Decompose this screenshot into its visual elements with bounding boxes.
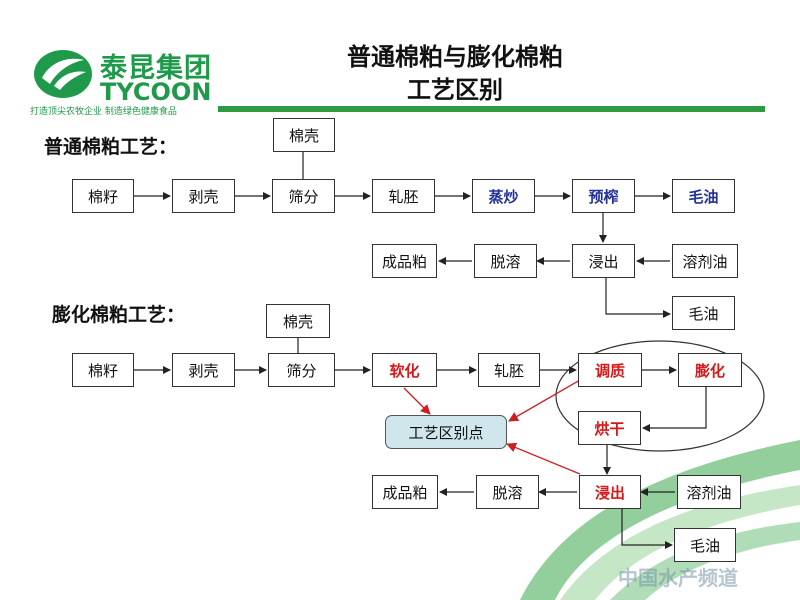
normal-extraction-box: 浸出 xyxy=(572,244,635,278)
watermark: 中国水产频道 xyxy=(618,566,738,590)
slide-title: 普通棉粕与膨化棉粕 工艺区别 xyxy=(300,40,610,106)
normal-dehull-box: 剥壳 xyxy=(172,179,235,213)
normal-hull-box: 棉壳 xyxy=(273,118,335,152)
leaf-logo-icon xyxy=(34,50,92,98)
logo-chinese-name: 泰昆集团 xyxy=(100,53,212,84)
normal-solvent-oil-box: 溶剂油 xyxy=(672,244,738,278)
expanded-sieve-box: 筛分 xyxy=(268,353,335,387)
expanded-solvent-oil-box: 溶剂油 xyxy=(677,475,741,509)
expanded-dehull-box: 剥壳 xyxy=(172,353,235,387)
expanded-product-box: 成品粕 xyxy=(372,475,438,509)
arrow-e-expand-dry xyxy=(642,387,707,432)
normal-crude-oil-top-box: 毛油 xyxy=(672,179,735,213)
expanded-desolvent-box: 脱溶 xyxy=(476,475,539,509)
red-arrow-soften xyxy=(403,387,431,415)
company-logo: 泰昆集团 TYCOON 打造顶尖农牧企业 制造绿色健康食品 xyxy=(30,44,222,117)
expanded-crude-oil-box: 毛油 xyxy=(674,528,736,562)
title-line-1: 普通棉粕与膨化棉粕 xyxy=(347,42,563,71)
normal-crude-oil-bottom-box: 毛油 xyxy=(672,296,735,330)
expanded-extraction-box: 浸出 xyxy=(579,475,641,509)
expanded-process-label: 膨化棉粕工艺： xyxy=(52,304,186,326)
expanded-flake-box: 轧胚 xyxy=(478,353,540,387)
red-arrow-condition xyxy=(508,379,581,422)
difference-point-box: 工艺区别点 xyxy=(385,415,507,449)
expanded-expand-box: 膨化 xyxy=(678,353,742,387)
title-line-2: 工艺区别 xyxy=(407,75,503,104)
normal-seed-box: 棉籽 xyxy=(72,179,134,213)
normal-sieve-box: 筛分 xyxy=(272,179,335,213)
normal-flake-box: 轧胚 xyxy=(372,179,435,213)
normal-process-label: 普通棉粕工艺： xyxy=(44,136,178,158)
expanded-seed-box: 棉籽 xyxy=(72,353,134,387)
normal-desolvent-box: 脱溶 xyxy=(474,244,537,278)
logo-slogan: 打造顶尖农牧企业 制造绿色健康食品 xyxy=(30,107,177,117)
normal-prepress-box: 预榨 xyxy=(572,179,635,213)
title-rule xyxy=(218,106,765,112)
logo-english-name: TYCOON xyxy=(100,78,212,106)
highlight-ellipse xyxy=(555,340,765,452)
red-arrow-extract xyxy=(506,442,581,475)
normal-steam-roast-box: 蒸炒 xyxy=(472,179,535,213)
expanded-condition-box: 调质 xyxy=(578,353,642,387)
arrow-e-extract-crudeoil xyxy=(621,509,673,549)
expanded-dry-box: 烘干 xyxy=(578,411,641,445)
expanded-hull-box: 棉壳 xyxy=(266,304,330,338)
expanded-soften-box: 软化 xyxy=(372,353,437,387)
arrow-n-extract-crudeoil xyxy=(605,278,671,318)
normal-product-box: 成品粕 xyxy=(372,244,437,278)
